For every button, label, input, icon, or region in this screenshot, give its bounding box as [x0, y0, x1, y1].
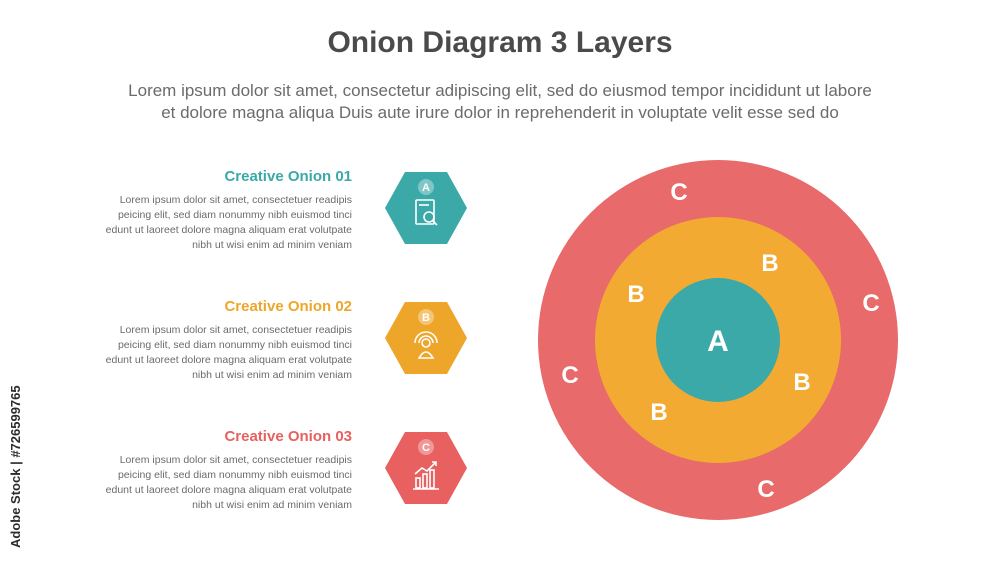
onion-label-c: C [561, 362, 578, 389]
onion-label-c: C [757, 476, 774, 503]
onion-label-c: C [670, 179, 687, 206]
item-body-3-line: nibh ut wisi enim ad minim veniam [192, 499, 352, 511]
subtitle-line-1: Lorem ipsum dolor sit amet, consectetur … [128, 81, 872, 100]
hexagon-badge-b: B [385, 302, 467, 374]
item-title-1: Creative Onion 01 [224, 168, 352, 185]
hexagon-badge-a: A [385, 172, 467, 244]
item-body-2-line: nibh ut wisi enim ad minim veniam [192, 369, 352, 381]
hexagon-shape [385, 302, 467, 374]
item-body-2-line: peicing elit, sed diam nonummy nibh euis… [117, 339, 352, 351]
user-signal-icon [414, 331, 438, 359]
hexagon-shape [385, 172, 467, 244]
item-title-3: Creative Onion 03 [224, 428, 352, 445]
item-body-3-line: peicing elit, sed diam nonummy nibh euis… [117, 469, 352, 481]
subtitle-line-2: et dolore magna aliqua Duis aute irure d… [161, 103, 839, 122]
item-body-2-line: edunt ut laoreet dolore magna aliquam er… [105, 354, 352, 366]
item-body-2-line: Lorem ipsum dolor sit amet, consectetuer… [119, 324, 352, 336]
page-title: Onion Diagram 3 Layers [327, 26, 673, 59]
item-body-1: Lorem ipsum dolor sit amet, consectetuer… [90, 193, 352, 253]
badge-letter: A [422, 182, 430, 194]
item-body-1-line: nibh ut wisi enim ad minim veniam [192, 239, 352, 251]
page-subtitle: Lorem ipsum dolor sit amet, consectetur … [40, 80, 960, 124]
onion-label-b: B [627, 281, 644, 308]
onion-label-b: B [793, 369, 810, 396]
onion-layer-inner [656, 278, 780, 402]
letter-badge [418, 179, 434, 195]
item-body-3-line: edunt ut laoreet dolore magna aliquam er… [105, 484, 352, 496]
item-title-2: Creative Onion 02 [224, 298, 352, 315]
badge-letter: B [422, 312, 430, 324]
watermark-text: Adobe Stock | #726599765 [8, 385, 23, 548]
item-body-2: Lorem ipsum dolor sit amet, consectetuer… [90, 323, 352, 383]
document-search-icon [415, 199, 438, 226]
item-body-3-line: Lorem ipsum dolor sit amet, consectetuer… [119, 454, 352, 466]
item-body-1-line: peicing elit, sed diam nonummy nibh euis… [117, 209, 352, 221]
onion-diagram: A B B B B C C C C [538, 160, 898, 520]
letter-badge [418, 309, 434, 325]
stock-watermark: Adobe Stock | #726599765 [2, 320, 28, 550]
hexagon-shape [385, 432, 467, 504]
onion-label-a: A [707, 325, 729, 358]
onion-label-b: B [761, 250, 778, 277]
letter-badge [418, 439, 434, 455]
onion-label-b: B [650, 399, 667, 426]
item-body-1-line: edunt ut laoreet dolore magna aliquam er… [105, 224, 352, 236]
badge-letter: C [422, 442, 430, 454]
onion-label-c: C [862, 290, 879, 317]
item-body-1-line: Lorem ipsum dolor sit amet, consectetuer… [119, 194, 352, 206]
hexagon-badge-c: C [385, 432, 467, 504]
growth-chart-icon [413, 461, 439, 490]
item-body-3: Lorem ipsum dolor sit amet, consectetuer… [90, 453, 352, 513]
